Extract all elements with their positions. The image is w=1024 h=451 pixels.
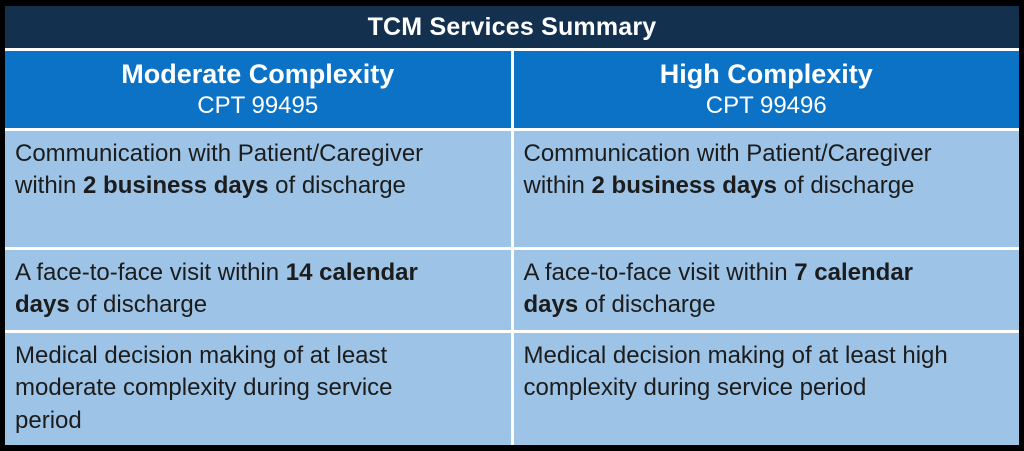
column-header-high-complexity: High Complexity CPT 99496 xyxy=(513,51,1019,128)
table-grid: Moderate Complexity CPT 99495 High Compl… xyxy=(5,51,1019,445)
cell-text: A face-to-face visit within 14 calendar … xyxy=(15,259,418,319)
cell-text: Medical decision making of at least high… xyxy=(523,342,948,402)
column-name: Moderate Complexity xyxy=(121,58,395,89)
cell-text: A face-to-face visit within 7 calendar d… xyxy=(523,259,914,319)
bold-timeframe: 7 calendar days xyxy=(523,259,914,319)
column-cpt-code: CPT 99496 xyxy=(705,92,827,120)
cell-visit-high: A face-to-face visit within 7 calendar d… xyxy=(513,250,1019,330)
cell-visit-moderate: A face-to-face visit within 14 calendar … xyxy=(5,250,511,330)
column-cpt-code: CPT 99495 xyxy=(197,92,319,120)
cell-communication-moderate: Communication with Patient/Caregiver wit… xyxy=(5,131,511,247)
bold-timeframe: 2 business days xyxy=(83,172,269,200)
cell-communication-high: Communication with Patient/Caregiver wit… xyxy=(513,131,1019,247)
column-name: High Complexity xyxy=(659,58,873,89)
cell-mdm-high: Medical decision making of at least high… xyxy=(513,333,1019,445)
cell-mdm-moderate: Medical decision making of at least mode… xyxy=(5,333,511,445)
table-title: TCM Services Summary xyxy=(5,6,1019,48)
column-header-moderate-complexity: Moderate Complexity CPT 99495 xyxy=(5,51,511,128)
cell-text: Medical decision making of at least mode… xyxy=(15,342,393,434)
cell-text: Communication with Patient/Caregiver wit… xyxy=(523,140,932,200)
bold-timeframe: 2 business days xyxy=(591,172,777,200)
bold-timeframe: 14 calendar days xyxy=(15,259,418,319)
cell-text: Communication with Patient/Caregiver wit… xyxy=(15,140,424,200)
